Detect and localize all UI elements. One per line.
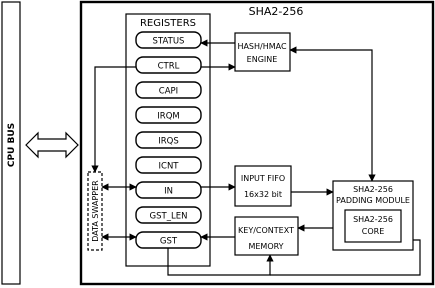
register-irqs: IRQS (135, 131, 202, 149)
key-context-line1: KEY/CONTEXT (238, 226, 294, 235)
register-icnt: ICNT (135, 156, 202, 174)
registers-header: REGISTERS (140, 18, 196, 29)
sha-core (344, 209, 402, 243)
register-ctrl: CTRL (135, 56, 202, 74)
register-box (135, 131, 202, 149)
register-box (135, 156, 202, 174)
module-title: SHA2-256 (249, 5, 304, 18)
register-label: CAPI (159, 87, 178, 97)
register-label: CTRL (158, 62, 180, 72)
core-line2: CORE (362, 227, 385, 236)
cpu-bus-label: CPU BUS (7, 123, 17, 167)
cpu-bus: CPU BUS (1, 1, 21, 285)
register-list: STATUS CTRL CAPI IRQM IRQS ICNT IN GST_LEN GST (135, 31, 202, 249)
padding-module-line1: SHA2-256 (353, 185, 393, 194)
register-capi: CAPI (135, 81, 202, 99)
register-label: IRQM (157, 112, 179, 122)
padding-module-line2: PADDING MODULE (336, 196, 410, 205)
register-label: STATUS (153, 37, 185, 47)
register-label: IRQS (158, 137, 179, 147)
cpu-bus-double-arrow (25, 131, 79, 159)
register-box (135, 81, 202, 99)
input-fifo: INPUT FIFO 16x32 bit (234, 165, 292, 207)
register-in: IN (135, 181, 202, 199)
register-box (135, 106, 202, 124)
register-label: ICNT (159, 162, 180, 172)
register-irqm: IRQM (135, 106, 202, 124)
data-swapper: DATA SWAPPER (87, 171, 103, 251)
register-status: STATUS (135, 31, 202, 49)
register-gst: GST (135, 231, 202, 249)
connections (91, 39, 421, 276)
register-label: IN (164, 187, 173, 197)
key-context-memory: KEY/CONTEXT MEMORY (234, 216, 299, 256)
register-label: GST (160, 237, 178, 247)
padding-module: SHA2-256 PADDING MODULE SHA2-256 CORE (332, 180, 414, 251)
register-box (135, 206, 202, 224)
register-label: GST_LEN (150, 212, 188, 222)
hash-engine-line2: ENGINE (247, 55, 278, 64)
data-swapper-label: DATA SWAPPER (91, 180, 100, 242)
hash-hmac-engine: HASH/HMAC ENGINE (234, 32, 291, 72)
key-context-line2: MEMORY (248, 242, 283, 251)
input-fifo-line2: 16x32 bit (244, 190, 282, 199)
hash-engine-line1: HASH/HMAC (237, 42, 287, 51)
register-gst-len: GST_LEN (135, 206, 202, 224)
core-line1: SHA2-256 (353, 215, 393, 224)
register-box (135, 56, 202, 74)
input-fifo-line1: INPUT FIFO (241, 174, 285, 183)
